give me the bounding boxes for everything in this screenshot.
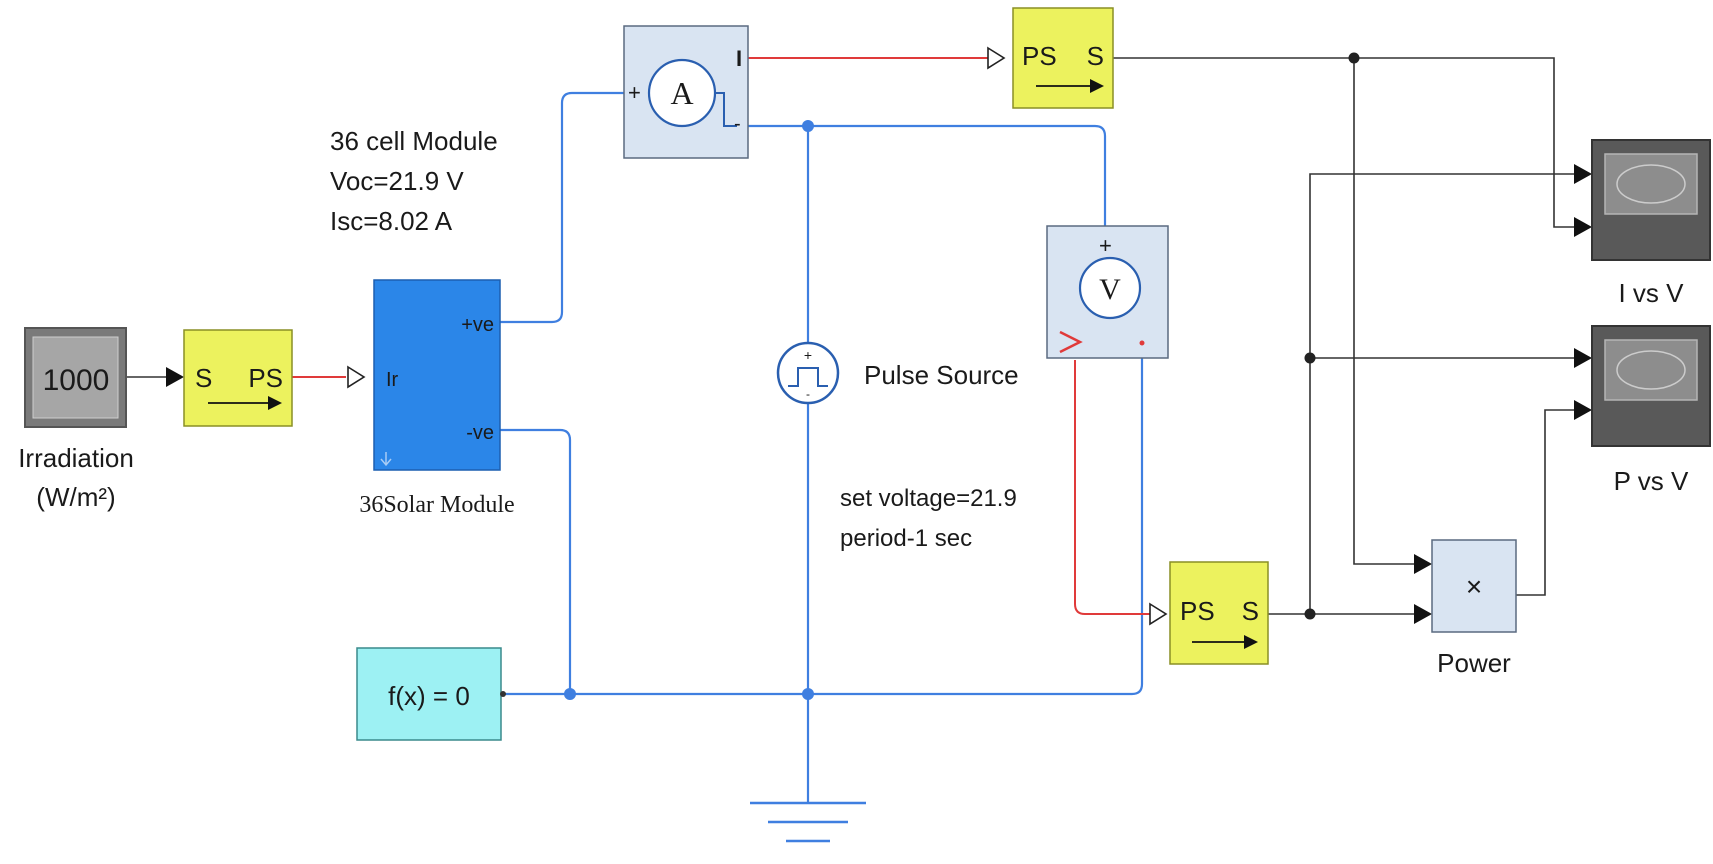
pulse-note-line2: period-1 sec — [840, 525, 972, 552]
junctions — [564, 120, 814, 700]
wire-voltage-to-iv[interactable] — [1309, 173, 1574, 614]
port-triangle — [987, 46, 1006, 70]
wire-ground-bus[interactable] — [503, 343, 1144, 696]
ps-s-voltage-left-label: PS — [1180, 596, 1215, 626]
ps-s-current-left-label: PS — [1022, 41, 1057, 71]
product-symbol: × — [1466, 571, 1482, 602]
wire-positive-to-ammeter[interactable] — [500, 91, 632, 324]
signal-junctions — [1304, 52, 1360, 620]
irradiation-label: Irradiation — [18, 443, 134, 473]
ps-s-voltage-right-label: S — [1242, 596, 1259, 626]
ammeter-plus-port: + — [628, 80, 641, 105]
arrowheads — [166, 164, 1592, 624]
junction-dot — [564, 688, 576, 700]
junction-dot — [1304, 608, 1316, 620]
solar-module-block[interactable]: Ir +ve -ve — [373, 279, 501, 471]
svg-text:+: + — [804, 347, 812, 363]
s-ps-left-label: S — [195, 363, 212, 393]
solar-module-label: 36Solar Module — [359, 492, 514, 518]
current-sensor-block[interactable]: A + I - — [623, 25, 749, 159]
irradiation-block[interactable]: 1000 — [24, 327, 127, 428]
voltmeter-symbol: V — [1099, 273, 1121, 306]
voltage-sensor-block[interactable]: V + — [1046, 225, 1169, 359]
product-block[interactable]: × — [1431, 539, 1517, 633]
junction-dot — [802, 120, 814, 132]
voltmeter-minus-port — [1139, 340, 1145, 346]
solver-label: f(x) = 0 — [388, 681, 470, 711]
scope-screen-icon — [1616, 350, 1686, 390]
arrowhead — [166, 367, 184, 387]
s-ps-right-label: PS — [248, 363, 283, 393]
pulse-note-line1: set voltage=21.9 — [840, 485, 1017, 512]
scope-pv-label: P vs V — [1614, 466, 1689, 496]
ammeter-minus-port: - — [734, 113, 741, 135]
arrowhead — [1574, 164, 1592, 184]
irradiation-value: 1000 — [43, 364, 110, 397]
irradiation-unit: (W/m²) — [36, 482, 115, 512]
solar-port-negative: -ve — [466, 422, 494, 444]
product-label: Power — [1437, 648, 1511, 678]
ps-s-converter-voltage[interactable]: PS S — [1169, 561, 1269, 665]
arrow-icon — [1090, 79, 1104, 93]
electrical-ground-icon — [750, 801, 866, 843]
s-ps-converter[interactable]: S PS — [183, 329, 293, 427]
pulse-source-label: Pulse Source — [864, 360, 1019, 390]
pulse-source-block[interactable]: + - — [776, 341, 840, 405]
arrowhead — [1414, 604, 1432, 624]
port-triangle — [1149, 602, 1168, 626]
arrowhead — [1574, 217, 1592, 237]
module-note-line2: Voc=21.9 V — [330, 166, 464, 196]
wire-current-branch[interactable] — [1353, 58, 1414, 565]
ground-arrow-icon — [380, 452, 392, 467]
ammeter-symbol: A — [670, 75, 693, 111]
arrow-icon — [268, 396, 282, 410]
wire-voltage-to-pss[interactable] — [1074, 360, 1150, 615]
conversion-wires — [292, 57, 1150, 615]
module-note-line3: Isc=8.02 A — [330, 206, 453, 236]
arrowhead — [1574, 400, 1592, 420]
scope-pv-block[interactable] — [1591, 325, 1711, 447]
junction-dot — [1348, 52, 1360, 64]
open-ports — [347, 46, 1168, 626]
wire-current-signal[interactable] — [1113, 57, 1574, 228]
arrowhead — [1414, 554, 1432, 574]
junction-dot — [1304, 352, 1316, 364]
module-note-line1: 36 cell Module — [330, 126, 498, 156]
physical-wires — [500, 91, 1144, 803]
ammeter-current-port: I — [736, 46, 742, 71]
voltmeter-plus-port: + — [1099, 233, 1112, 258]
scope-iv-label: I vs V — [1618, 278, 1684, 308]
junction-dot — [802, 688, 814, 700]
solver-configuration-block[interactable]: f(x) = 0 — [356, 647, 506, 741]
signal-wires — [126, 57, 1574, 615]
scope-iv-block[interactable] — [1591, 139, 1711, 261]
ps-s-current-right-label: S — [1087, 41, 1104, 71]
wire-negative-to-ground[interactable] — [500, 428, 572, 694]
wire-power-to-pv[interactable] — [1516, 409, 1574, 596]
wire-ammeter-to-voltmeter[interactable] — [737, 124, 1107, 237]
pulse-wave-icon — [788, 367, 828, 387]
solar-port-positive: +ve — [461, 314, 494, 336]
voltmeter-icon — [1078, 256, 1142, 320]
port-triangle — [347, 365, 366, 389]
arrow-icon — [1244, 635, 1258, 649]
scope-screen-icon — [1616, 164, 1686, 204]
solar-port-ir: Ir — [386, 369, 399, 391]
svg-text:-: - — [806, 387, 810, 401]
arrowhead — [1574, 348, 1592, 368]
voltmeter-output-port — [1059, 330, 1083, 354]
ps-s-converter-current[interactable]: PS S — [1012, 7, 1114, 109]
